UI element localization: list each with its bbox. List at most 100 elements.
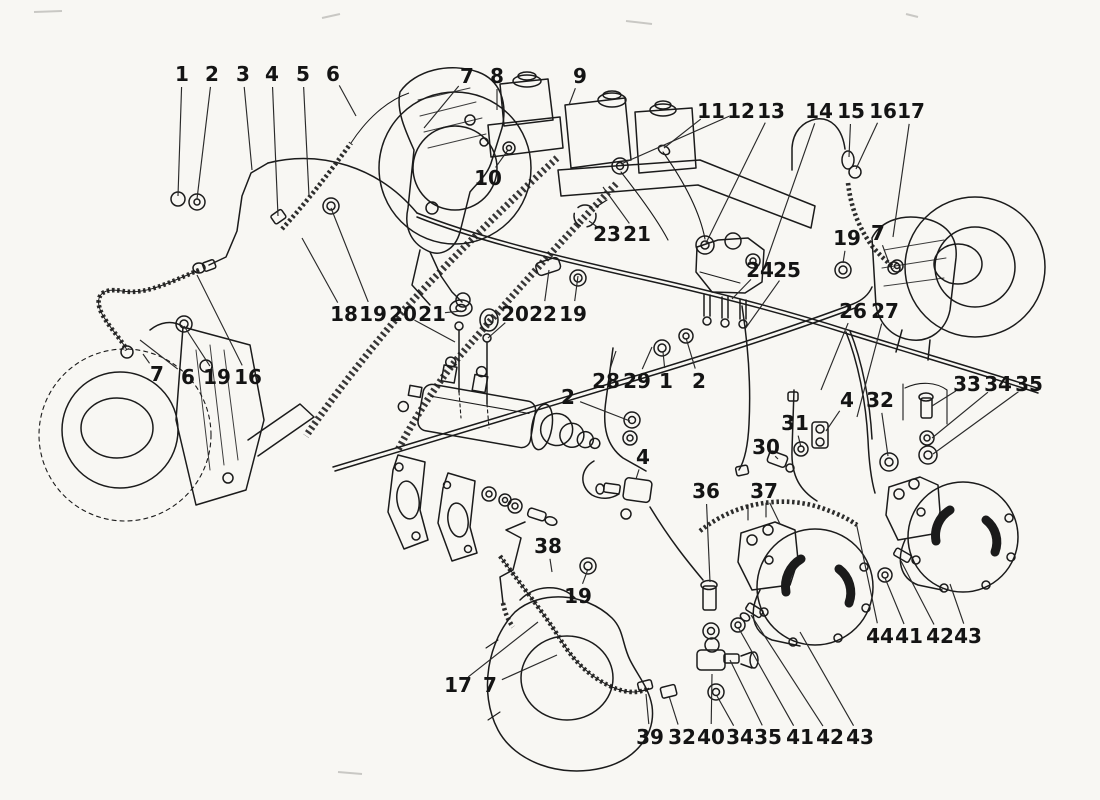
part-callout-40-61: 40 — [697, 725, 725, 749]
rear-line-fittings — [766, 382, 948, 473]
part-callout-39-59: 39 — [636, 725, 664, 749]
leader-line-34-62 — [716, 695, 735, 726]
leader-line-17-53 — [467, 621, 539, 678]
part-callout-9-8: 9 — [573, 64, 587, 88]
front-right-disc-assembly — [834, 150, 1046, 361]
leader-line-19-19 — [842, 250, 846, 264]
part-callout-38-51: 38 — [534, 534, 562, 558]
part-callout-26-30: 26 — [839, 299, 867, 323]
part-callout-7-32: 7 — [150, 362, 164, 386]
leader-line-44-55 — [855, 521, 878, 624]
part-callout-33-46: 33 — [953, 372, 981, 396]
part-callout-5-4: 5 — [296, 62, 310, 86]
leader-line-32-45 — [881, 412, 889, 457]
rear-right-brake-unit — [877, 476, 1019, 593]
leader-line-38-51 — [549, 558, 553, 573]
leader-line-2-40 — [579, 401, 631, 422]
part-callout-20-25: 20 — [501, 302, 529, 326]
leader-line-35-48 — [932, 391, 1019, 455]
leader-line-14-13 — [763, 123, 816, 269]
part-callout-20-23: 20 — [389, 302, 417, 326]
part-callout-18-21: 18 — [330, 302, 358, 326]
leader-line-37-50 — [769, 502, 781, 525]
leader-line-26-30 — [820, 322, 849, 391]
part-callout-35-63: 35 — [754, 725, 782, 749]
leader-line-1-38 — [662, 351, 666, 369]
part-callout-21-24: 21 — [418, 302, 446, 326]
distribution-valve — [695, 232, 765, 329]
part-callout-41-56: 41 — [895, 624, 923, 648]
rear-left-brake-unit — [737, 502, 874, 647]
leader-line-7-6 — [423, 85, 460, 129]
leader-line-19-34 — [183, 325, 211, 367]
part-callout-15-14: 15 — [837, 99, 865, 123]
leader-line-19-52 — [581, 568, 589, 585]
leader-line-19-27 — [574, 275, 579, 302]
leader-line-22-26 — [544, 269, 550, 302]
part-callout-34-47: 34 — [984, 372, 1012, 396]
part-callout-21-18: 21 — [623, 222, 651, 246]
leader-line-42-57 — [900, 560, 935, 625]
part-callout-17-16: 17 — [897, 99, 925, 123]
part-callout-19-34: 19 — [203, 365, 231, 389]
leader-line-6-5 — [338, 85, 357, 117]
leader-line-24-28 — [731, 278, 752, 300]
three-way-union — [595, 328, 694, 520]
part-callout-16-35: 16 — [234, 365, 262, 389]
leader-line-41-56 — [884, 577, 905, 625]
part-callout-1-0: 1 — [175, 62, 189, 86]
leader-line-6-33 — [139, 339, 179, 370]
rear-drum-backing — [192, 262, 654, 772]
leader-line-43-66 — [799, 631, 855, 726]
part-callout-30-42: 30 — [752, 435, 780, 459]
leader-line-15-14 — [848, 123, 852, 158]
leader-line-30-42 — [774, 455, 779, 460]
leader-line-1-0 — [177, 86, 183, 197]
leader-line-13-12 — [705, 122, 766, 244]
master-cylinder — [397, 356, 601, 451]
leader-line-23-17 — [588, 220, 597, 227]
leader-line-40-61 — [710, 673, 713, 725]
part-callout-4-41: 4 — [636, 445, 650, 469]
part-callout-32-45: 32 — [866, 388, 894, 412]
leader-line-27-31 — [856, 323, 883, 418]
part-callout-16-15: 16 — [869, 99, 897, 123]
leader-line-41-64 — [737, 626, 795, 726]
leader-line-36-49 — [705, 503, 711, 583]
leader-line-3-2 — [243, 86, 253, 171]
leader-line-28-36 — [609, 350, 617, 369]
leader-line-17-16 — [892, 123, 910, 238]
leader-line-20-25 — [487, 322, 506, 339]
part-callout-14-13: 14 — [805, 99, 833, 123]
part-callout-43-66: 43 — [846, 725, 874, 749]
part-callout-28-36: 28 — [592, 369, 620, 393]
bottom-union-stack — [636, 579, 764, 701]
manifold-flanges — [387, 454, 558, 604]
leader-line-18-21 — [301, 237, 339, 303]
part-callout-41-64: 41 — [786, 725, 814, 749]
leader-line-32-60 — [668, 695, 679, 725]
part-callout-19-52: 19 — [564, 584, 592, 608]
part-callout-4-3: 4 — [265, 62, 279, 86]
leader-line-12-11 — [620, 115, 730, 165]
brake-pipes — [208, 118, 1041, 581]
part-callout-29-37: 29 — [623, 369, 651, 393]
part-callout-31-43: 31 — [781, 411, 809, 435]
part-callout-42-65: 42 — [816, 725, 844, 749]
leader-line-7-54 — [501, 654, 558, 681]
part-callout-6-5: 6 — [326, 62, 340, 86]
leader-line-21-24 — [444, 310, 462, 314]
leader-line-31-43 — [797, 435, 802, 448]
part-callout-3-2: 3 — [236, 62, 250, 86]
part-callout-32-60: 32 — [668, 725, 696, 749]
part-callout-27-31: 27 — [871, 299, 899, 323]
leader-line-7-20 — [881, 245, 890, 264]
leader-line-7-32 — [142, 353, 151, 364]
part-callout-2-39: 2 — [692, 369, 706, 393]
leader-line-11-10 — [663, 118, 702, 149]
part-callout-2-1: 2 — [205, 62, 219, 86]
part-callout-7-6: 7 — [460, 64, 474, 88]
part-callout-19-19: 19 — [833, 226, 861, 250]
part-callout-43-58: 43 — [954, 624, 982, 648]
part-callout-36-49: 36 — [692, 479, 720, 503]
